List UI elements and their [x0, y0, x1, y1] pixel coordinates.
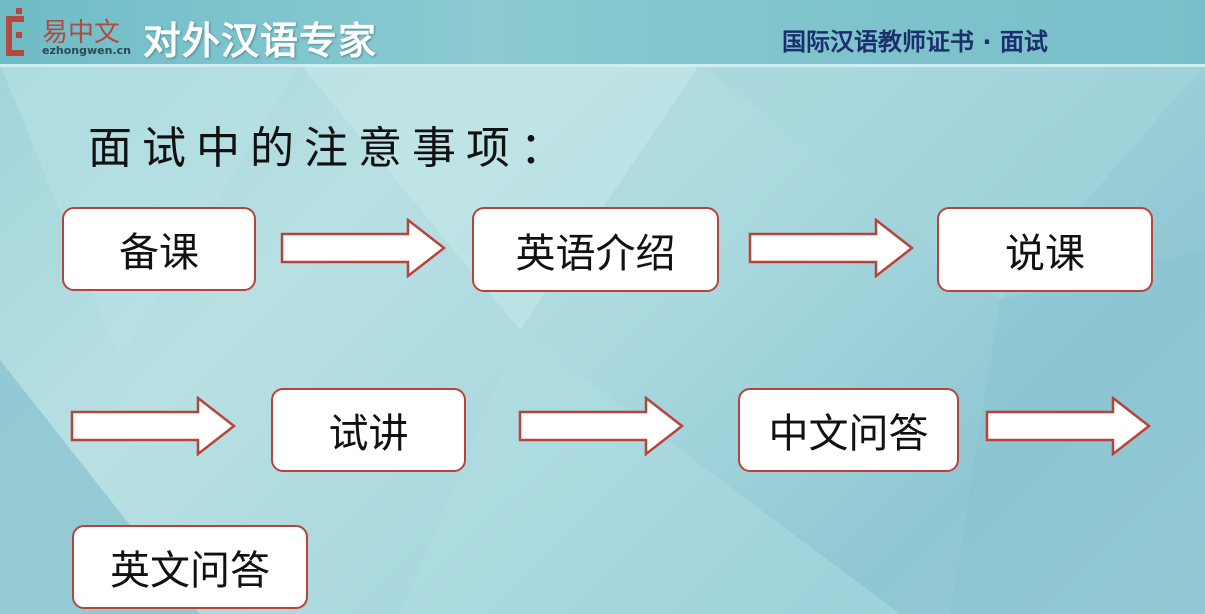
- step-box-english-qa: 英文问答: [72, 525, 308, 609]
- arrow-right-icon: [518, 396, 685, 456]
- step-box-trial-teaching: 试讲: [271, 388, 466, 472]
- logo-text: 易中文: [42, 18, 121, 48]
- arrow-right-icon: [70, 396, 237, 456]
- step-box-lesson-talk: 说课: [937, 207, 1153, 292]
- brand-slogan: 对外汉语专家: [143, 19, 378, 63]
- logo-icon: [6, 8, 24, 56]
- arrow-right-icon: [280, 218, 447, 278]
- course-title: 国际汉语教师证书 · 面试: [782, 28, 1048, 56]
- arrow-right-icon: [985, 396, 1152, 456]
- header-bar: 易中文 ezhongwen.cn 对外汉语专家 国际汉语教师证书 · 面试: [0, 0, 1205, 67]
- step-box-prepare: 备课: [62, 207, 256, 291]
- step-box-chinese-qa: 中文问答: [738, 388, 959, 472]
- logo-url: ezhongwen.cn: [42, 44, 131, 57]
- slide-title: 面试中的注意事项：: [88, 123, 574, 174]
- step-box-english-intro: 英语介绍: [472, 207, 719, 292]
- arrow-right-icon: [748, 218, 915, 278]
